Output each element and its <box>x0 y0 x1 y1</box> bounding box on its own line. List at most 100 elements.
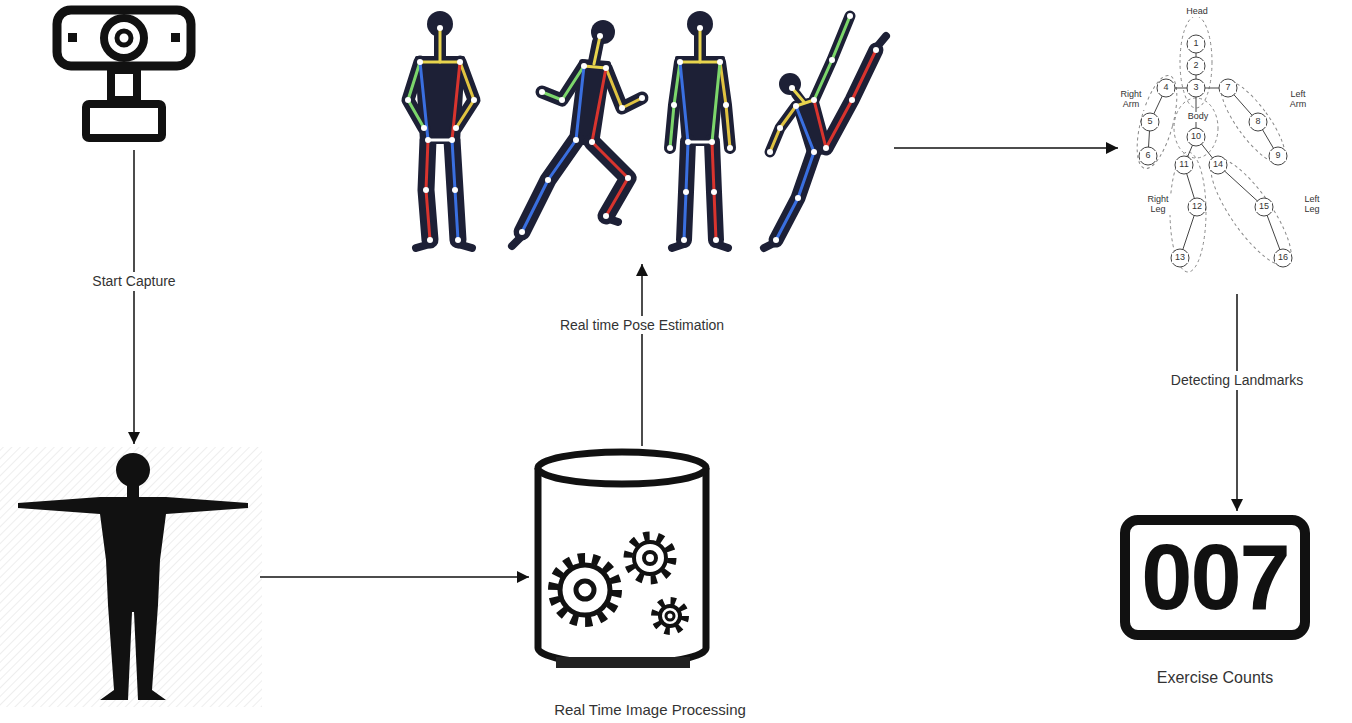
pose-figure <box>405 11 477 248</box>
pose-figure <box>709 139 715 145</box>
pose-figure <box>421 125 427 131</box>
pose-figure <box>793 103 799 109</box>
exercise-counter: 007Exercise Counts <box>1120 515 1310 640</box>
group-outline <box>1180 16 1212 108</box>
pose-figure <box>671 102 677 108</box>
pose-figure <box>589 139 595 145</box>
pose-figure <box>680 61 720 64</box>
pose-figure <box>823 145 829 151</box>
pose-figure <box>667 25 733 243</box>
group-outline <box>1170 152 1206 272</box>
callout-number: 6 <box>1140 151 1156 161</box>
joint-circle <box>1187 128 1205 146</box>
pose-figure <box>667 145 673 151</box>
part-name: Head <box>1182 7 1212 17</box>
pose-figure <box>764 16 886 248</box>
callout-number: 10 <box>1188 132 1204 142</box>
pose-figure <box>876 36 886 48</box>
callout-number: 7 <box>1220 83 1236 93</box>
part-name: Body <box>1184 112 1212 122</box>
pose-figure <box>711 189 717 195</box>
pose-figure <box>603 213 609 219</box>
pose-figure <box>688 141 712 144</box>
callout-number: 2 <box>1188 61 1204 71</box>
pose-figure <box>776 152 814 240</box>
pose-figure <box>770 16 876 240</box>
pose-figure <box>829 57 835 63</box>
pose-figure <box>539 89 545 95</box>
webcam-icon <box>104 18 144 58</box>
pose-figure <box>455 237 461 243</box>
pose-figure <box>720 62 730 148</box>
pose-figure <box>670 62 680 148</box>
pose-figure <box>457 59 463 65</box>
bone-line <box>1148 44 1283 258</box>
pose-figure <box>723 102 729 108</box>
pose-figure <box>427 237 433 243</box>
pose-figure <box>639 95 645 101</box>
person-silhouette <box>12 448 256 704</box>
pose-figure <box>428 139 452 142</box>
pose-figure <box>545 177 551 183</box>
pose-figure <box>670 62 680 148</box>
pose-figure <box>576 66 584 140</box>
pose-figure <box>811 149 817 155</box>
pose-figure <box>594 36 600 64</box>
landmark-diagram <box>1122 2 1327 290</box>
arrow-connector <box>894 147 1118 149</box>
callout-number: 8 <box>1250 117 1266 127</box>
database-gears-icon <box>538 452 706 484</box>
part-name: Left Leg <box>1298 195 1326 215</box>
part-name: Right Arm <box>1117 90 1145 110</box>
pose-figure <box>452 140 458 240</box>
pose-figure <box>512 20 645 246</box>
joint-circle <box>1157 79 1175 97</box>
database-gears-icon <box>553 558 617 622</box>
pose-figure <box>619 105 625 111</box>
pose-figure <box>522 36 642 232</box>
pose-figure <box>712 142 716 240</box>
pose-figure <box>680 62 688 142</box>
pose-figure <box>847 13 853 19</box>
joint-circle <box>1274 249 1292 267</box>
pose-figure <box>592 142 628 216</box>
joint-circle <box>1141 113 1159 131</box>
pose-figure <box>405 25 477 243</box>
pose-figure <box>697 25 703 31</box>
pose-figure <box>826 50 876 148</box>
pose-figure <box>814 100 826 148</box>
webcam-icon <box>117 31 131 45</box>
joint-circle <box>1188 198 1206 216</box>
pose-figure <box>713 237 719 243</box>
pose-figure <box>814 16 850 100</box>
person-silhouette <box>18 453 248 700</box>
pose-figure <box>519 33 645 235</box>
node-caption: Exercise Counts <box>1157 669 1274 687</box>
joint-circle <box>1139 35 1292 267</box>
pose-figure <box>449 137 455 143</box>
pose-figure <box>573 137 579 143</box>
joint-circle <box>1209 156 1227 174</box>
pose-figure <box>425 137 431 143</box>
pose-figure <box>512 236 522 246</box>
pose-figure <box>452 62 460 140</box>
callout-number: 13 <box>1172 253 1188 263</box>
pose-figure <box>512 20 642 246</box>
webcam-icon <box>171 33 180 42</box>
pose-figure <box>683 189 689 195</box>
pose-figure <box>795 195 801 201</box>
joint-circle <box>1187 35 1205 53</box>
callout-number: 15 <box>1256 202 1272 212</box>
pose-figure <box>606 218 618 222</box>
pose-figure <box>408 28 474 240</box>
database-gears-icon <box>644 552 656 564</box>
pose-figure <box>417 59 423 65</box>
callout-number: 9 <box>1270 151 1286 161</box>
pose-figure <box>519 229 525 235</box>
pose-figure <box>471 97 477 103</box>
database-gears-icon <box>556 657 690 668</box>
joint-circle <box>1219 79 1237 97</box>
pose-figure <box>717 59 723 65</box>
joint-circle <box>1175 156 1193 174</box>
pose-figures <box>395 4 890 260</box>
